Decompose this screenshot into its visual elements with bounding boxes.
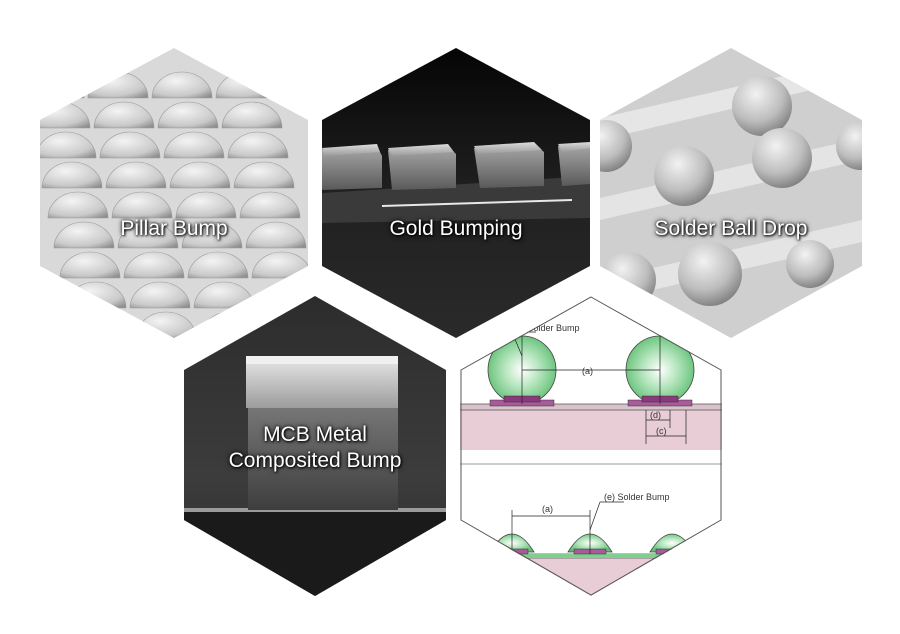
solder-ball xyxy=(600,120,632,172)
mcb-bump-image xyxy=(184,296,446,596)
dim-c-label: (c) xyxy=(656,426,667,436)
solder-ball-drop-label: Solder Ball Drop xyxy=(654,217,808,240)
gold-bumping-panel: Gold Bumping xyxy=(322,48,590,338)
substrate-top xyxy=(460,410,722,450)
pillar-bump-dome xyxy=(59,251,121,279)
pillar-bump-dome xyxy=(40,131,97,159)
pillar-bump-dome xyxy=(123,251,185,279)
pillar-bump-dome xyxy=(157,101,219,129)
pillar-bump-dome xyxy=(105,161,167,189)
pillar-bump-dome xyxy=(181,221,243,249)
solder-ball xyxy=(752,128,812,188)
pillar-bump-dome xyxy=(40,71,85,99)
gold-bump-block xyxy=(558,142,590,186)
mcb-bump-panel: MCB Metal Composited Bump xyxy=(184,296,446,596)
pillar-bump-dome xyxy=(47,191,109,219)
mcb-bump-label-line2: Composited Bump xyxy=(228,449,402,472)
pillar-bump-dome xyxy=(129,281,191,309)
solder-ball-drop-image xyxy=(600,48,862,338)
pillar-bump-image xyxy=(40,48,308,338)
dim-a-bottom-label: (a) xyxy=(542,504,553,514)
solder-bump-bottom-label: (e) Solder Bump xyxy=(604,492,670,502)
substrate-bottom xyxy=(460,558,722,596)
pillar-bump-dome xyxy=(251,251,308,279)
mcb-bump-label-line1: MCB Metal xyxy=(263,423,367,446)
pillar-bump-panel: Pillar Bump xyxy=(40,48,308,338)
solder-ball xyxy=(786,240,834,288)
gold-bump-block xyxy=(388,144,456,190)
pillar-bump-label: Pillar Bump xyxy=(120,217,228,240)
pillar-bump-dome xyxy=(99,131,161,159)
pillar-bump-dome xyxy=(233,161,295,189)
pillar-bump-dome xyxy=(151,71,213,99)
pillar-bump-dome xyxy=(221,101,283,129)
pillar-bump-dome xyxy=(117,221,179,249)
pillar-bump-dome xyxy=(169,161,231,189)
pillar-bump-dome xyxy=(93,101,155,129)
gold-bumping-label: Gold Bumping xyxy=(389,217,523,240)
pillar-bump-dome xyxy=(187,251,249,279)
pillar-bump-dome xyxy=(227,131,289,159)
pillar-bump-dome xyxy=(163,131,225,159)
dim-a-top-label: (a) xyxy=(582,366,593,376)
gold-bump-block xyxy=(322,144,382,190)
mcb-bump-label: MCB Metal Composited Bump xyxy=(184,422,446,474)
bump-diagram: (e) Solder Bump (a) (d) (c) (a) (e) Sold… xyxy=(460,296,722,596)
gold-bump-block xyxy=(474,142,544,188)
bump-diagram-panel: (e) Solder Bump (a) (d) (c) (a) (e) Sold… xyxy=(460,296,722,596)
solder-ball xyxy=(836,122,862,170)
solder-ball xyxy=(654,146,714,206)
gold-bumping-image xyxy=(322,48,590,338)
solder-ball xyxy=(732,76,792,136)
mcb-bump-body xyxy=(246,356,398,510)
solder-ball-drop-panel: Solder Ball Drop xyxy=(600,48,862,338)
dim-d-label: (d) xyxy=(650,410,661,420)
pillar-bump-dome xyxy=(175,191,237,219)
solder-ball xyxy=(678,242,742,306)
pillar-bump-dome xyxy=(71,311,133,338)
pillar-bump-dome xyxy=(245,221,307,249)
pillar-bump-dome xyxy=(41,161,103,189)
solder-bump-top-label: (e) Solder Bump xyxy=(514,323,580,333)
pillar-bump-dome xyxy=(111,191,173,219)
pillar-bump-dome xyxy=(239,191,301,219)
pillar-bump-dome xyxy=(53,221,115,249)
